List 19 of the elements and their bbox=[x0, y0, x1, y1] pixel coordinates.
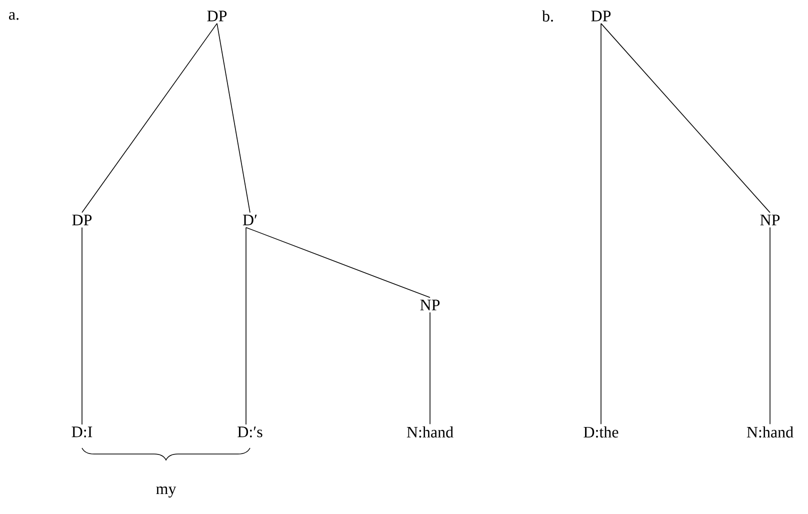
tree-node-label: N:hand bbox=[406, 426, 454, 438]
tree-node-label: D′ bbox=[242, 214, 257, 226]
tree-node-label: NP bbox=[420, 300, 440, 310]
tree-branch bbox=[600, 23, 602, 425]
tree-branch bbox=[246, 227, 430, 298]
tree-node-label: D:I bbox=[72, 426, 92, 438]
panel-letter: b. bbox=[542, 10, 553, 22]
tree-node-label: D:′s bbox=[238, 426, 262, 438]
tree-node-label: DP bbox=[591, 10, 611, 22]
tree-node-label: DP bbox=[72, 214, 92, 226]
tree-node-label: N:hand bbox=[746, 426, 794, 438]
tree-node-label: NP bbox=[760, 214, 780, 226]
panel-letter: a. bbox=[9, 12, 18, 20]
tree-branch bbox=[216, 23, 250, 213]
tree-node-label: DP bbox=[207, 10, 227, 22]
brace-label: my bbox=[156, 486, 176, 498]
tree-branch bbox=[82, 23, 218, 213]
tree-branch bbox=[600, 23, 770, 213]
tree-node-label: D:the bbox=[584, 426, 618, 438]
